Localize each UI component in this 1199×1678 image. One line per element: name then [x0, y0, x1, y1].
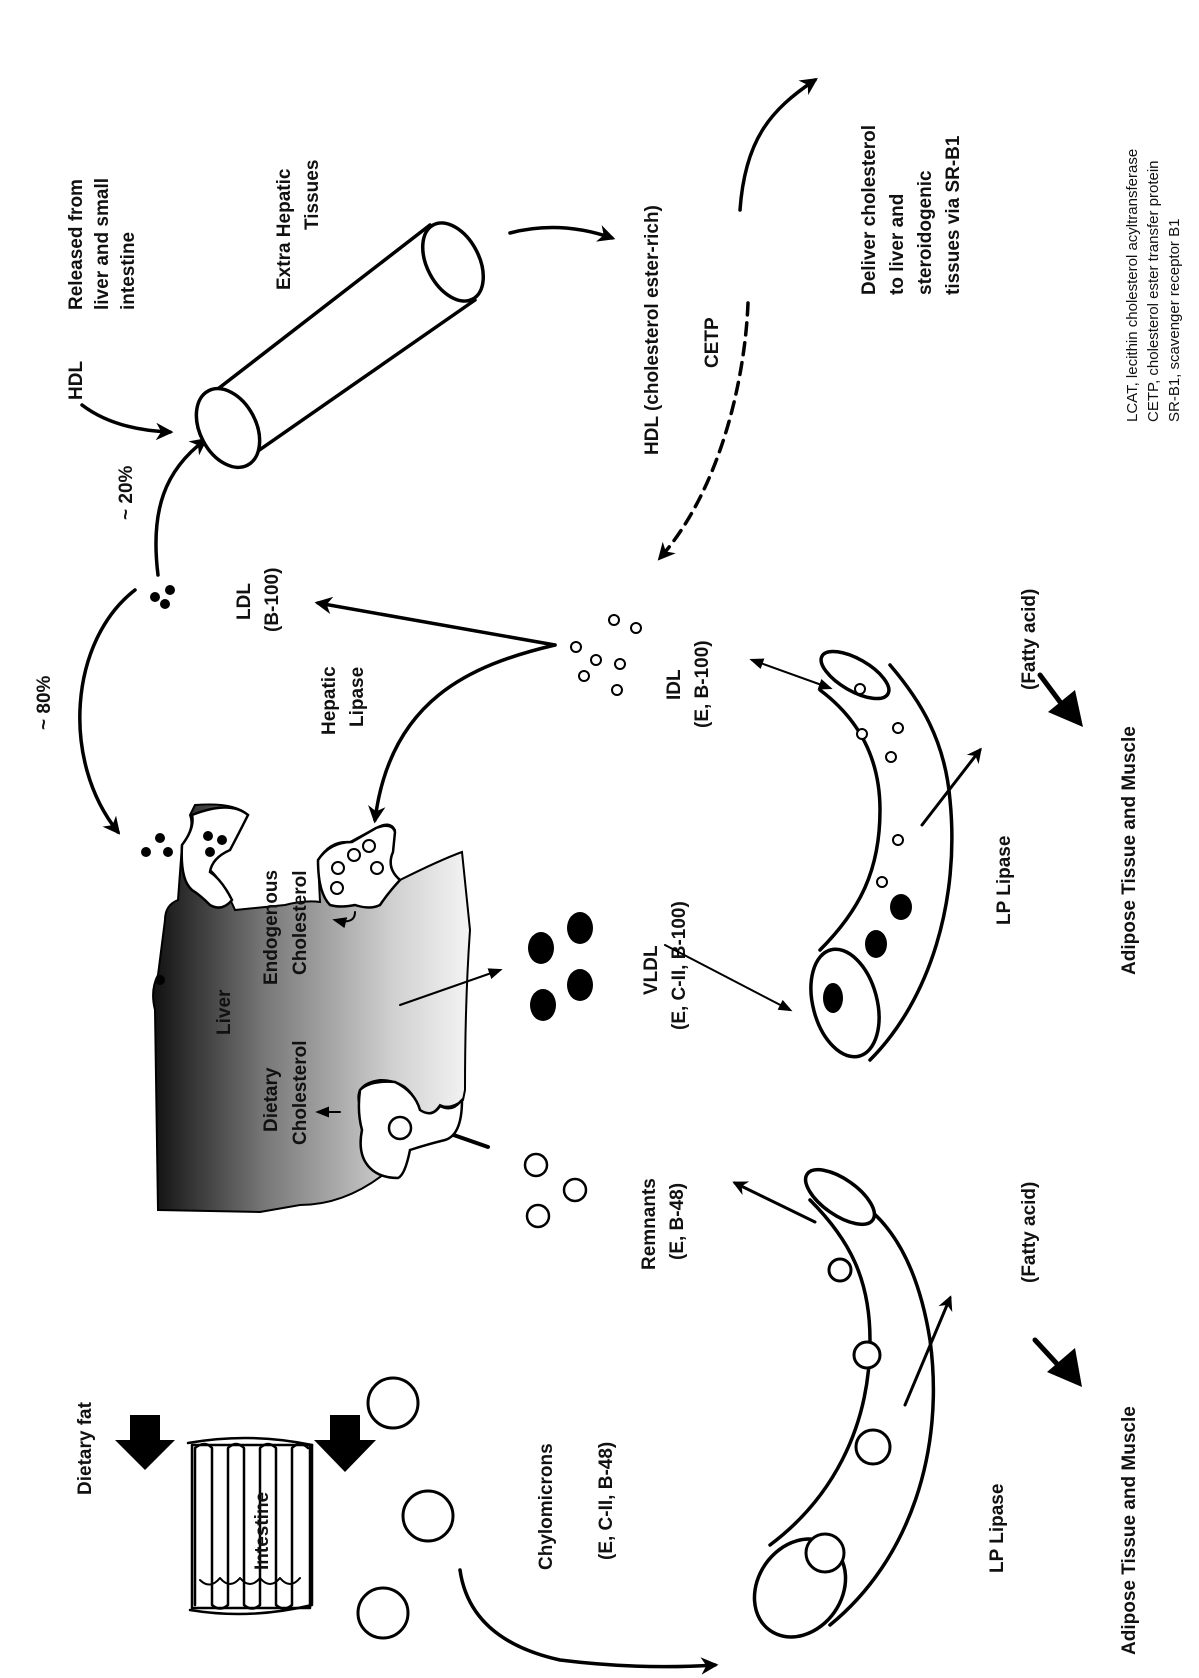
idl-to-liver-arrow	[375, 645, 555, 820]
adipose-arrow-upper	[1040, 675, 1083, 727]
vldl-particles	[528, 912, 593, 1021]
ldl-extrahepatic-percent-label: ~ 20%	[116, 465, 137, 520]
remnants-apo-label: (E, B-48)	[667, 1183, 688, 1260]
idl-label: IDL	[664, 669, 685, 700]
released-label-1: Released from	[66, 179, 87, 310]
extra-hepatic-label-1: Extra Hepatic	[274, 168, 295, 290]
adipose-label-upper: Adipose Tissue and Muscle	[1119, 726, 1140, 975]
hdl-label: HDL	[66, 361, 87, 400]
deliver-label-1: Deliver cholesterol	[859, 125, 880, 295]
dietary-cholesterol-label-2: Cholesterol	[290, 1040, 311, 1145]
vldl-apo-label: (E, C-II, B-100)	[669, 901, 690, 1030]
hdl-to-delivery-arrow	[740, 80, 815, 210]
remnant-release-arrow	[735, 1183, 815, 1222]
ldl-liver-percent-label: ~ 80%	[34, 675, 55, 730]
fatty-acid-release-arrow-lower	[905, 1298, 950, 1405]
ldl-to-extrahepatic-arrow	[156, 440, 205, 575]
chylomicron-vessel	[736, 1159, 934, 1654]
fatty-acid-label-upper: (Fatty acid)	[1019, 589, 1040, 690]
legend-line-lcat: LCAT, lecithin cholesterol acyltransfera…	[1124, 149, 1141, 422]
released-label-2: liver and small	[92, 178, 113, 310]
adipose-arrow-lower	[1035, 1340, 1082, 1387]
ldl-label: LDL	[234, 583, 255, 620]
lp-lipase-label-upper: LP Lipase	[994, 836, 1015, 925]
ldl-to-liver-arrow	[80, 590, 135, 832]
extra-hepatic-label-2: Tissues	[302, 160, 323, 230]
legend-line-srb1: SR-B1, scavenger receptor B1	[1166, 219, 1183, 422]
released-label-3: intestine	[118, 232, 139, 310]
idl-vessel-exchange-arrow	[752, 660, 830, 688]
deliver-label-3: steroidogenic	[915, 170, 936, 295]
liver-shape	[153, 804, 470, 1212]
chylomicron-particles	[358, 1378, 453, 1638]
ldl-particles	[150, 585, 175, 609]
hdl-to-tissue-arrow	[82, 405, 170, 432]
hepatic-lipase-label-1: Hepatic	[319, 666, 340, 735]
extrahepatic-tissue-tube	[184, 213, 496, 479]
vldl-vessel	[800, 642, 952, 1064]
vldl-label: VLDL	[641, 945, 662, 995]
cetp-label: CETP	[702, 317, 723, 368]
idl-to-ldl-arrow	[318, 603, 555, 645]
liver-label: Liver	[214, 989, 235, 1035]
adipose-label-lower: Adipose Tissue and Muscle	[1119, 1406, 1140, 1655]
remnant-particles	[525, 1154, 586, 1227]
dietary-cholesterol-label-1: Dietary	[261, 1067, 282, 1132]
legend-line-cetp: CETP, cholesterol ester transfer protein	[1145, 160, 1162, 422]
tissue-to-hdl-arrow	[510, 228, 612, 238]
ldl-apo-label: (B-100)	[262, 568, 283, 632]
endogenous-label-2: Cholesterol	[290, 870, 311, 975]
chylomicrons-apo-label: (E, C-II, B-48)	[596, 1442, 617, 1560]
endogenous-label-1: Endogenous	[261, 870, 282, 985]
ldl-particles-at-liver	[141, 833, 173, 857]
lp-lipase-label-lower: LP Lipase	[987, 1484, 1008, 1573]
fatty-acid-label-lower: (Fatty acid)	[1019, 1182, 1040, 1283]
deliver-label-4: tissues via SR-B1	[943, 135, 964, 295]
intestine-shape	[188, 1438, 312, 1614]
hepatic-lipase-label-2: Lipase	[347, 667, 368, 727]
dietary-fat-arrow	[115, 1415, 175, 1470]
intestine-to-chylomicron-arrow	[314, 1415, 376, 1472]
idl-apo-label: (E, B-100)	[692, 640, 713, 728]
dietary-fat-label: Dietary fat	[75, 1401, 96, 1495]
idl-particles	[571, 615, 641, 695]
remnants-label: Remnants	[639, 1178, 660, 1270]
chylomicrons-label: Chylomicrons	[536, 1443, 557, 1570]
intestine-label: Intestine	[252, 1492, 273, 1570]
chylomicron-to-vessel-arrow	[460, 1570, 715, 1667]
deliver-label-2: to liver and	[887, 194, 908, 295]
hdl-ester-rich-label: HDL (cholesterol ester-rich)	[642, 205, 663, 455]
